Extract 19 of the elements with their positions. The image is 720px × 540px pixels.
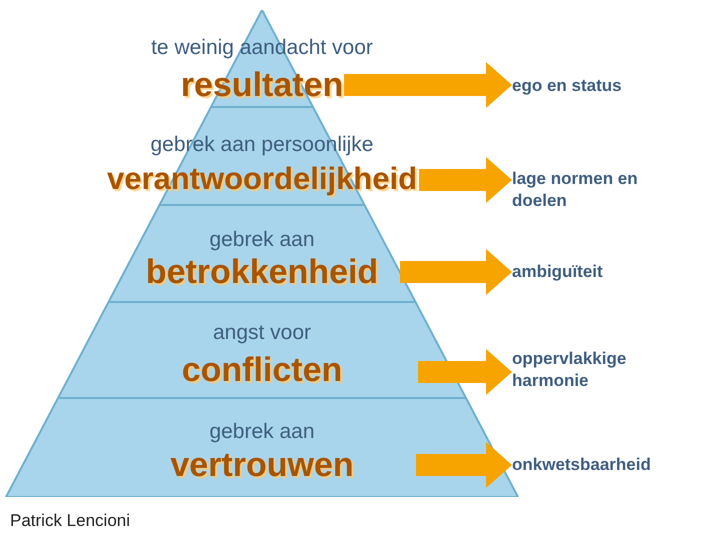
consequence-label: ambiguïteit [512, 261, 604, 283]
layer-subtitle: angst voor [212, 321, 312, 345]
arrow [419, 157, 512, 203]
layer-subtitle: gebrek aan [209, 228, 315, 252]
arrow [416, 442, 512, 488]
arrow [418, 349, 512, 395]
layer-title: verantwoordelijkheid [106, 160, 418, 198]
consequence-label: ego en status [512, 75, 623, 97]
author-credit: Patrick Lencioni [10, 510, 130, 532]
consequence-label: onkwetsbaarheid [512, 454, 652, 476]
layer-title: resultaten [180, 66, 344, 104]
layer-subtitle: gebrek aan [209, 420, 315, 444]
layer-title: betrokkenheid [146, 253, 378, 291]
consequence-label: lage normen en doelen [512, 168, 639, 212]
arrow [344, 62, 512, 108]
layer-title: conflicten [182, 351, 342, 389]
layer-title: vertrouwen [170, 446, 354, 484]
consequence-label: oppervlakkige harmonie [512, 348, 628, 392]
arrow [400, 249, 512, 295]
